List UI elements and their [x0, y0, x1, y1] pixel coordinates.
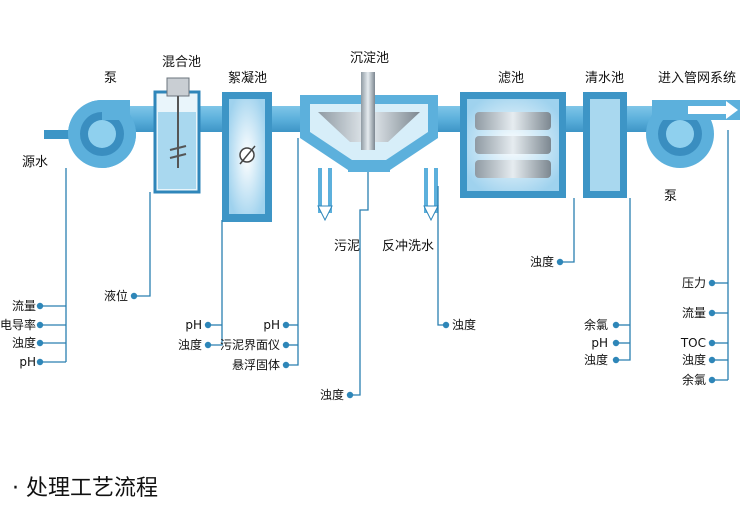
- sensor-network-chlorine: 余氯: [682, 372, 706, 387]
- sensor-source-conductivity: 电导率: [0, 317, 36, 332]
- filter-tank: [460, 92, 566, 198]
- sensor-network-flow: 流量: [682, 306, 706, 320]
- sensor-mixing-level: 液位: [104, 288, 128, 303]
- settling-tank: [300, 72, 438, 172]
- clear-water-tank: [583, 92, 627, 198]
- label-pump-left: 泵: [104, 71, 117, 86]
- mixing-tank: [153, 77, 201, 194]
- label-source: 源水: [22, 155, 48, 170]
- sensor-source-ph: pH: [19, 355, 36, 369]
- right-pump: [646, 100, 740, 168]
- sensor-settling-suspended-solids: 悬浮固体: [232, 358, 280, 372]
- sensor-settling-ph: pH: [263, 318, 280, 332]
- sensor-filter-turbidity: 浊度: [530, 254, 554, 269]
- sensor-settling-sludge-interface: 污泥界面仪: [220, 338, 280, 352]
- label-network: 进入管网系统: [658, 71, 736, 86]
- sensor-backwash-turbidity: 浊度: [452, 317, 476, 332]
- sensor-floc-turbidity: 浊度: [178, 337, 202, 352]
- left-pump: [68, 100, 136, 168]
- sensor-network-toc: TOC: [680, 336, 706, 350]
- sensor-lines: [40, 130, 729, 396]
- sensor-floc-ph: pH: [185, 318, 202, 332]
- sensor-source-turbidity: 浊度: [12, 335, 36, 350]
- label-floc-tank: 絮凝池: [228, 70, 267, 86]
- label-pump-right: 泵: [664, 189, 677, 204]
- sensor-clear-ph: pH: [591, 336, 608, 350]
- diagram-caption: · 处理工艺流程: [12, 476, 158, 501]
- sensor-clear-chlorine: 余氯: [584, 317, 608, 332]
- sensor-source-flow: 流量: [12, 299, 36, 313]
- sensor-network-turbidity: 浊度: [682, 352, 706, 367]
- label-mixing-tank: 混合池: [162, 55, 201, 70]
- label-settling-tank: 沉淀池: [350, 51, 389, 66]
- label-backwash: 反冲洗水: [382, 239, 434, 254]
- label-filter-tank: 滤池: [498, 71, 524, 86]
- sensor-settling-bottom-turbidity: 浊度: [320, 387, 344, 402]
- flocculation-tank: [222, 92, 272, 222]
- sludge-outlet: [317, 168, 333, 222]
- sensor-dots: [36, 258, 716, 399]
- label-clear-tank: 清水池: [585, 71, 624, 86]
- sensor-clear-turbidity: 浊度: [584, 352, 608, 367]
- label-sludge: 污泥: [334, 239, 360, 254]
- backwash-outlet: [423, 168, 439, 222]
- outlet-arrow: [688, 101, 738, 119]
- sensor-network-pressure: 压力: [682, 276, 706, 290]
